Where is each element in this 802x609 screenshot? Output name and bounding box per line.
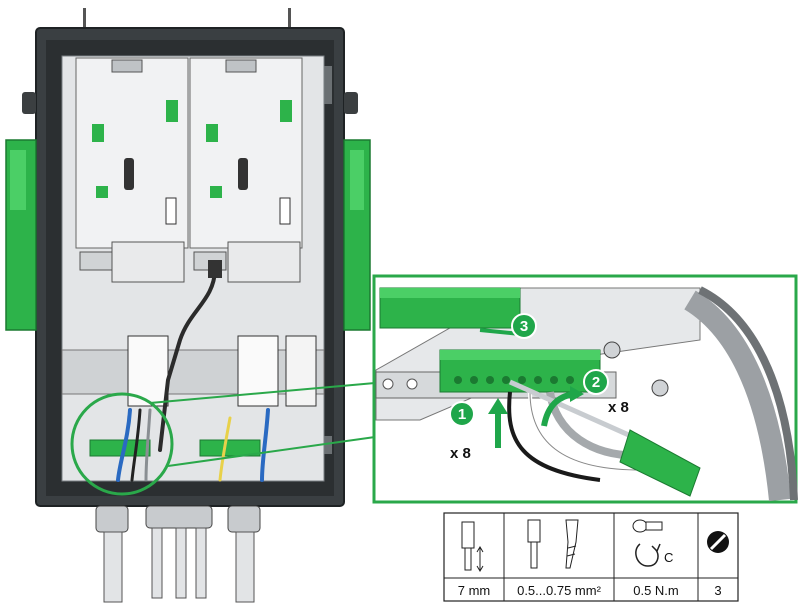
wire-cross-section-icon xyxy=(527,519,579,569)
svg-text:3: 3 xyxy=(520,318,528,335)
insert-wires-multiplier: x 8 xyxy=(450,445,471,462)
spec-torque: 0.5 N.m xyxy=(633,583,679,598)
mounting-plate xyxy=(61,55,325,482)
svg-text:1: 1 xyxy=(458,406,466,423)
flat-screwdriver-icon xyxy=(707,531,729,553)
spec-screwdriver-size: 3 xyxy=(714,583,721,598)
stripped-wire-length-icon xyxy=(461,521,484,572)
internal-cables xyxy=(116,260,270,482)
step-badge-3: 3 xyxy=(511,313,537,339)
spec-table: C 7 mm 0.5...0.75 mm² 0.5 N.m 3 xyxy=(443,512,739,602)
step-badge-1: 1 xyxy=(449,401,475,427)
zoom-indicator xyxy=(70,382,376,496)
screw-torque-icon: C xyxy=(632,519,673,567)
cable-glands xyxy=(95,505,261,603)
step-badge-2: 2 xyxy=(583,369,609,395)
spec-wire-cross-section: 0.5...0.75 mm² xyxy=(517,583,601,598)
svg-text:2: 2 xyxy=(592,374,600,391)
tighten-screws-multiplier: x 8 xyxy=(608,399,629,416)
spec-wire-strip-length: 7 mm xyxy=(458,583,491,598)
svg-text:C: C xyxy=(664,550,673,565)
detail-callout xyxy=(372,274,798,504)
